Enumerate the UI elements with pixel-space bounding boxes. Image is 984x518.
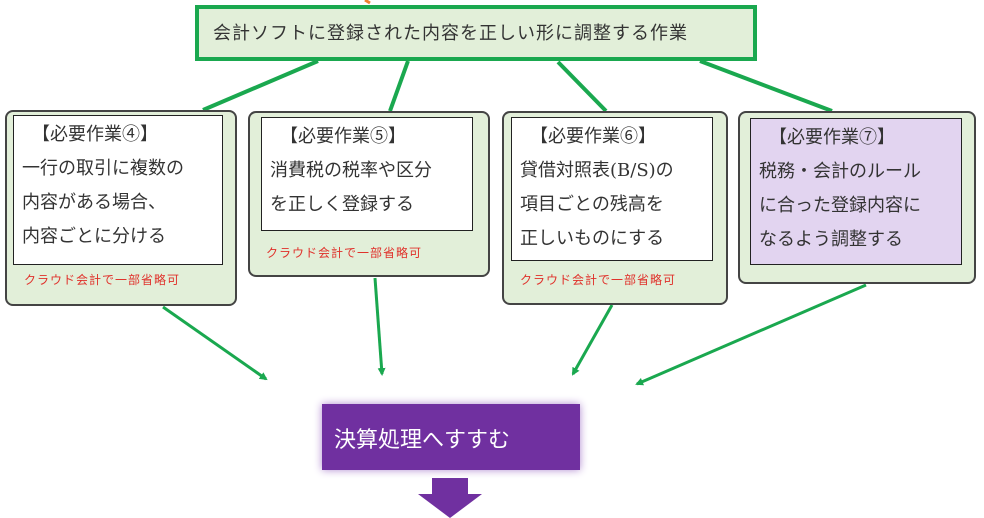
task-note: クラウド会計で一部省略可 <box>520 273 677 287</box>
connector-line <box>556 60 608 113</box>
arrow <box>373 277 386 376</box>
task-line: 一行の取引に複数の <box>22 158 184 179</box>
task-6-text: 【必要作業⑥】 貸借対照表(B/S)の 項目ごとの残高を 正しいものにする <box>511 117 713 261</box>
task-line: なるよう調整する <box>759 229 903 250</box>
task-line: 項目ごとの残高を <box>520 194 664 215</box>
task-title: 【必要作業⑥】 <box>530 126 656 147</box>
connector-line <box>699 59 833 113</box>
down-arrow-icon <box>418 478 482 518</box>
task-line: 内容ごとに分ける <box>22 226 166 247</box>
task-note: クラウド会計で一部省略可 <box>24 273 181 287</box>
task-4-text: 【必要作業④】 一行の取引に複数の 内容がある場合、 内容ごとに分ける <box>13 115 223 265</box>
task-title: 【必要作業⑦】 <box>769 127 895 148</box>
task-line: を正しく登録する <box>270 194 414 215</box>
arrow <box>571 304 614 376</box>
task-line: 税務・会計のルール <box>759 161 921 182</box>
arrow <box>635 283 867 386</box>
task-5-text: 【必要作業⑤】 消費税の税率や区分 を正しく登録する <box>261 117 473 231</box>
connector-line <box>202 59 319 112</box>
task-line: 消費税の税率や区分 <box>270 160 432 181</box>
task-title: 【必要作業④】 <box>32 124 158 145</box>
connector-line <box>388 60 410 112</box>
task-line: 内容がある場合、 <box>22 192 166 213</box>
goal-box: 決算処理へすすむ <box>322 404 580 470</box>
task-note: クラウド会計で一部省略可 <box>266 246 423 260</box>
connector-line <box>364 0 371 5</box>
task-7-text: 【必要作業⑦】 税務・会計のルール に合った登録内容に なるよう調整する <box>750 118 962 265</box>
arrow <box>162 305 268 381</box>
task-line: 貸借対照表(B/S)の <box>520 160 674 181</box>
task-line: 正しいものにする <box>520 228 665 249</box>
task-title: 【必要作業⑤】 <box>280 126 406 147</box>
task-line: に合った登録内容に <box>759 195 921 216</box>
top-box: 会計ソフトに登録された内容を正しい形に調整する作業 <box>195 5 757 61</box>
